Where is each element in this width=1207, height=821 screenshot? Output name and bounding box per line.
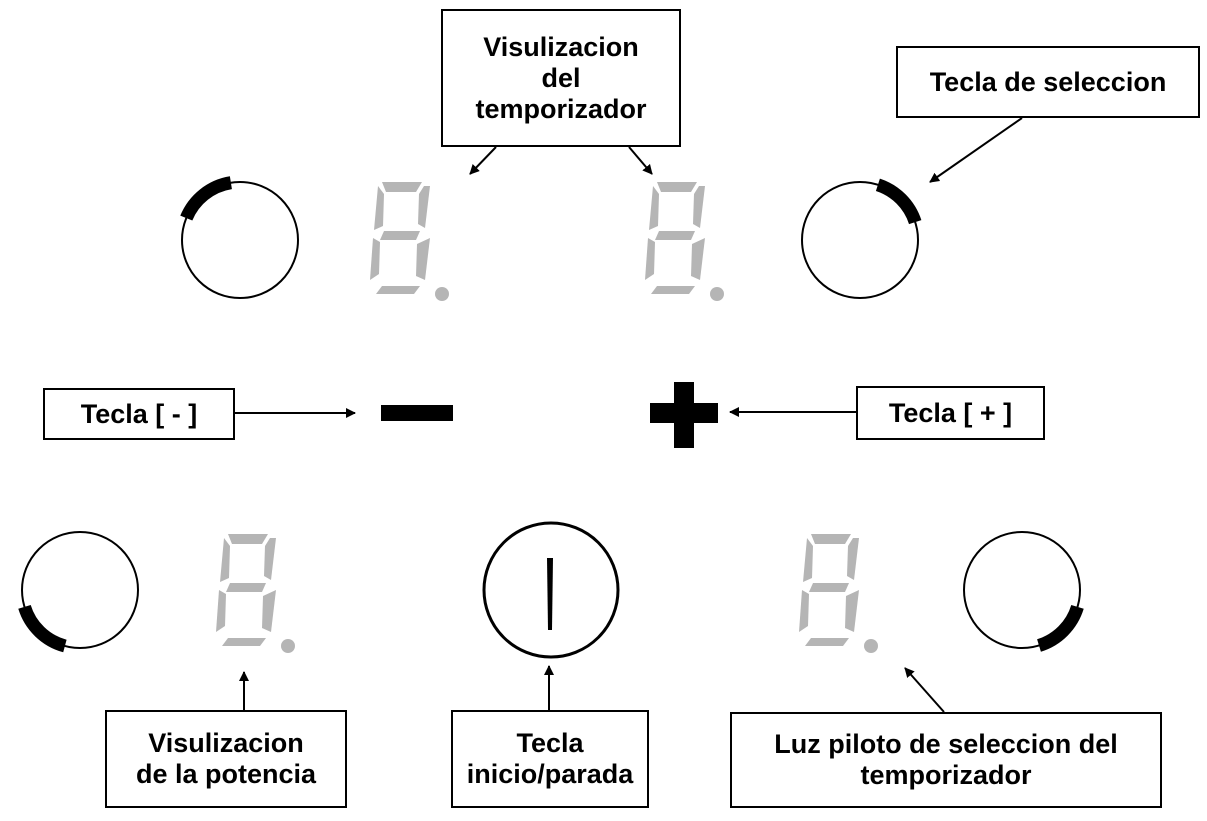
power-display-label: Visulizacion de la potencia bbox=[135, 728, 317, 789]
minus-icon[interactable] bbox=[381, 405, 453, 421]
plus-icon[interactable] bbox=[650, 382, 718, 448]
power-display-callout: Visulizacion de la potencia bbox=[105, 710, 347, 808]
partial-ring-icon bbox=[875, 178, 922, 225]
partial-ring-icon bbox=[180, 176, 233, 221]
timer-select-ring-right[interactable] bbox=[801, 178, 922, 299]
timer-digit-tens bbox=[370, 182, 449, 301]
timer-pilot-callout: Luz piloto de seleccion del temporizador bbox=[730, 712, 1162, 808]
select-key-callout: Tecla de seleccion bbox=[896, 46, 1200, 118]
timer-display-label: Visulizacion del temporizador bbox=[475, 31, 647, 124]
power-select-ring-right[interactable] bbox=[963, 531, 1084, 652]
plus-key-label: Tecla [ + ] bbox=[888, 397, 1013, 428]
timer-pilot-label: Luz piloto de seleccion del temporizador bbox=[774, 729, 1118, 790]
partial-ring-icon bbox=[18, 604, 67, 653]
timer-display-callout: Visulizacion del temporizador bbox=[441, 9, 681, 147]
minus-key-label: Tecla [ - ] bbox=[80, 398, 198, 429]
select-key-label: Tecla de seleccion bbox=[929, 66, 1167, 97]
callout-arrows bbox=[234, 117, 1023, 713]
timer-digit-units bbox=[645, 182, 724, 301]
power-icon[interactable] bbox=[482, 521, 620, 659]
power-select-ring-left[interactable] bbox=[18, 531, 139, 653]
power-digit bbox=[216, 534, 295, 653]
minus-key-callout: Tecla [ - ] bbox=[43, 388, 235, 440]
timer-pilot-digit bbox=[799, 534, 878, 653]
partial-ring-icon bbox=[1036, 604, 1084, 652]
plus-key-callout: Tecla [ + ] bbox=[856, 386, 1045, 440]
start-stop-label: Tecla inicio/parada bbox=[466, 728, 634, 789]
start-stop-callout: Tecla inicio/parada bbox=[451, 710, 649, 808]
timer-select-ring-left[interactable] bbox=[180, 176, 299, 299]
